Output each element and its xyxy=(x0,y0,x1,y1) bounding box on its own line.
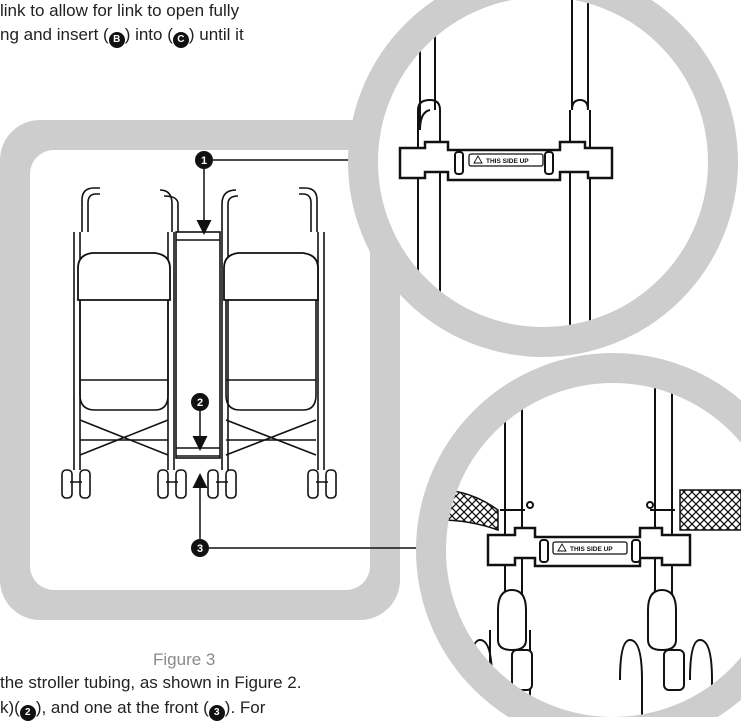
figure-caption: Figure 3 xyxy=(153,650,216,669)
label-this-side-up-bottom: THIS SIDE UP xyxy=(570,546,613,553)
instruction-text: ng and insert ( xyxy=(0,25,109,44)
instruction-line-3: the stroller tubing, as shown in Figure … xyxy=(0,673,302,692)
instruction-text: ) until it xyxy=(188,25,244,44)
callout-3-label: 3 xyxy=(197,543,203,555)
zoom-circle-bottom: THIS SIDE UP xyxy=(416,353,741,717)
stroller-drawing xyxy=(61,187,337,499)
instruction-text: ) into ( xyxy=(124,25,173,44)
label-this-side-up-top: THIS SIDE UP xyxy=(486,158,529,165)
callout-2-label: 2 xyxy=(197,397,203,409)
instruction-line-1: link to allow for link to open fully xyxy=(0,1,240,20)
instruction-text: ), and one at the front ( xyxy=(35,698,209,717)
instruction-line-2: ng and insert (B) into (C) until it xyxy=(0,24,244,48)
badge-c-icon: C xyxy=(172,32,189,48)
instruction-text: k)( xyxy=(0,698,20,717)
badge-b-icon: B xyxy=(108,32,125,48)
callout-1-label: 1 xyxy=(201,155,207,167)
instruction-text: ). For xyxy=(224,698,266,717)
zoom-circle-top: THIS SIDE UP xyxy=(348,0,738,357)
callout-2: 2 xyxy=(191,393,209,451)
